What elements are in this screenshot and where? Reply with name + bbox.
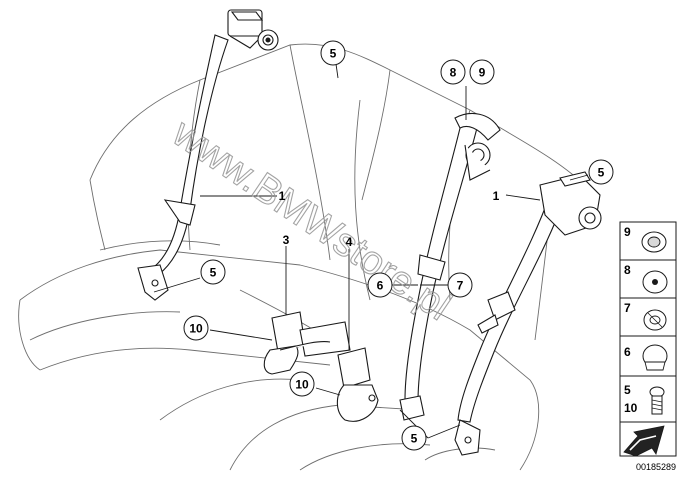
callouts: 5 8 9 5 5 6 7 10 [183, 40, 614, 451]
callout-10-left: 10 [183, 315, 209, 341]
callout-5-right-label: 5 [598, 166, 605, 180]
button-cap-icon [642, 344, 668, 371]
rear-seat-outline [18, 43, 591, 471]
callout-5-top: 5 [320, 40, 346, 66]
callout-6: 6 [367, 272, 393, 298]
label-3: 3 [283, 233, 290, 247]
center-seat-belt [399, 112, 501, 421]
label-1-right: 1 [493, 189, 500, 203]
legend-item-9: 9 [619, 221, 677, 261]
right-seat-belt [454, 171, 602, 456]
watermark-text: www.BMWstore.pl [164, 110, 458, 328]
cap-icon [642, 270, 668, 294]
callout-8-label: 8 [450, 66, 457, 80]
legend-item-5-10: 5 10 [619, 375, 677, 423]
legend-number-5: 5 [624, 383, 631, 397]
callout-10-left-label: 10 [189, 322, 203, 336]
callout-10-center: 10 [289, 371, 315, 397]
legend-item-6: 6 [619, 335, 677, 377]
callout-5-right: 5 [588, 159, 614, 185]
callout-5-left-label: 5 [210, 266, 217, 280]
legend-direction-box [619, 421, 677, 457]
callout-7-label: 7 [457, 279, 464, 293]
catalog-number: 00185289 [636, 462, 676, 472]
direction-arrow-icon [623, 425, 665, 457]
clip-icon [643, 309, 667, 331]
buckle-part-4 [336, 347, 379, 422]
label-1-left: 1 [279, 189, 286, 203]
legend-item-8: 8 [619, 259, 677, 299]
parts-legend: 9 8 7 6 [619, 221, 677, 472]
callout-9: 9 [469, 59, 495, 85]
bolt-icon [649, 386, 665, 415]
legend-item-7: 7 [619, 297, 677, 337]
callout-10-center-label: 10 [295, 378, 309, 392]
legend-number-9: 9 [624, 225, 631, 239]
label-4: 4 [346, 235, 353, 249]
callout-5-bottom: 5 [401, 425, 427, 451]
plain-labels: 1 1 3 4 [279, 189, 500, 249]
legend-number-8: 8 [624, 263, 631, 277]
callout-5-top-label: 5 [330, 47, 337, 61]
callout-8: 8 [440, 59, 466, 85]
callout-6-label: 6 [377, 279, 384, 293]
callout-9-label: 9 [479, 66, 486, 80]
legend-number-10: 10 [624, 401, 638, 415]
watermark: www.BMWstore.pl [164, 110, 460, 330]
buckle-part-3 [263, 311, 351, 375]
left-seat-belt [137, 9, 279, 301]
callout-5-left: 5 [200, 259, 226, 285]
legend-number-6: 6 [624, 345, 631, 359]
callout-7: 7 [447, 272, 473, 298]
legend-number-7: 7 [624, 301, 631, 315]
callout-5-bottom-label: 5 [411, 432, 418, 446]
grommet-icon [641, 231, 667, 253]
